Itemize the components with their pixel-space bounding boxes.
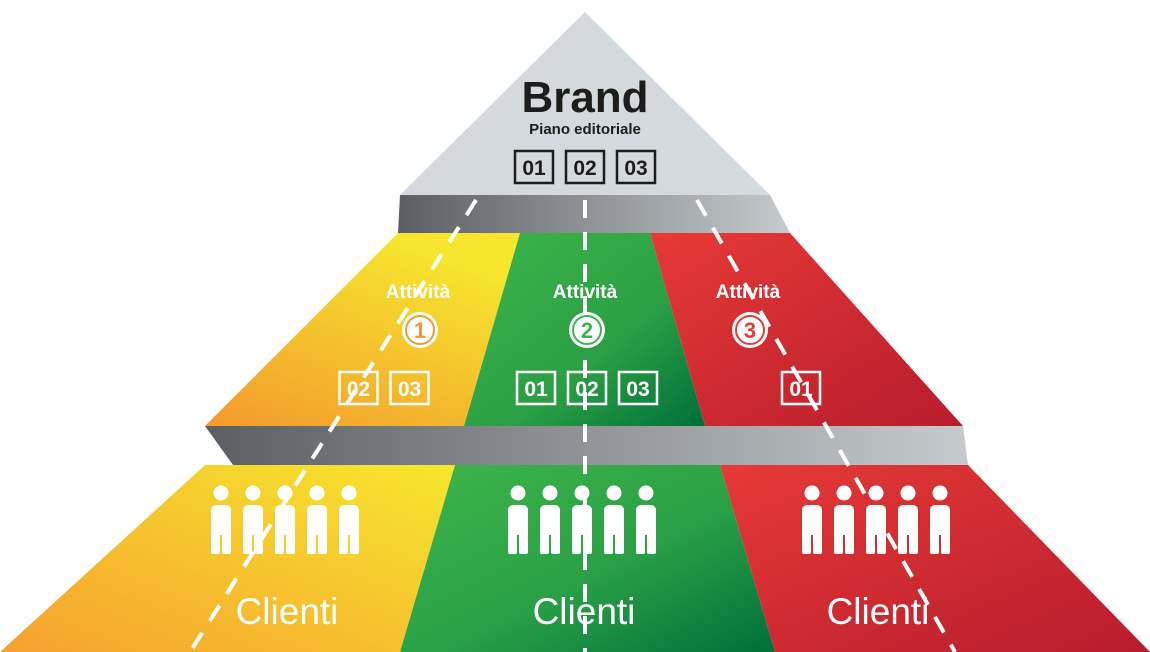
clients-label: Clienti (533, 591, 636, 632)
activity-code-label: 02 (575, 378, 598, 401)
activity-number-badge (569, 312, 605, 348)
brand-title: Brand (521, 73, 648, 122)
activity-code-label: 01 (789, 378, 813, 401)
activity-code-frame (566, 370, 608, 406)
clients-group-2: Clienti (508, 485, 656, 632)
brand-code-box: 03 (615, 149, 657, 185)
activity-number-badge (402, 312, 438, 348)
person-icon (307, 485, 327, 554)
clients-segment-2 (400, 465, 775, 652)
activity-2: Attività 2 01 02 03 (515, 282, 659, 406)
activity-code-label: 03 (398, 378, 421, 401)
activity-code-label: 01 (524, 378, 548, 401)
activity-code-frame (780, 370, 822, 406)
person-icon (930, 485, 950, 554)
flow-line-left (188, 198, 478, 652)
connector-band-bottom (205, 426, 968, 465)
brand-code-frame (513, 149, 555, 185)
activity-code-box: 01 (515, 370, 557, 406)
activity-label: Attività (716, 282, 781, 303)
person-icon (604, 485, 624, 554)
activity-segment-3 (650, 233, 963, 426)
person-icon (898, 485, 918, 554)
activity-code-label: 03 (626, 378, 649, 401)
brand-code-label: 01 (522, 157, 546, 180)
person-icon (540, 485, 560, 554)
person-icon (211, 485, 231, 554)
activity-segment-1 (205, 233, 520, 426)
activity-code-box: 01 (780, 370, 822, 406)
clients-segment-3 (720, 465, 1150, 652)
activity-number-ring (405, 315, 435, 345)
activity-number-ring (572, 315, 602, 345)
activity-1: Attività 1 02 03 (338, 282, 451, 406)
clients-group-3: Clienti (802, 485, 950, 632)
connector-band-top (398, 195, 790, 233)
activity-3: Attività 3 01 (716, 282, 822, 406)
activity-code-frame (515, 370, 557, 406)
person-icon (636, 485, 656, 554)
brand-subtitle: Piano editoriale (529, 121, 641, 138)
clients-group-1: Clienti (211, 485, 359, 632)
brand-code-box: 01 (513, 149, 555, 185)
clients-label: Clienti (827, 591, 930, 632)
activity-labels: Attività 1 02 03 Attività 2 01 02 03 Attività 3 01 (338, 282, 822, 406)
brand-code-box: 02 (564, 149, 606, 185)
activity-number: 2 (581, 318, 593, 343)
clients-label: Clienti (236, 591, 339, 632)
brand-code-frame (564, 149, 606, 185)
activity-code-frame (389, 370, 430, 406)
activity-number: 1 (414, 318, 426, 343)
activity-number-badge (732, 312, 768, 348)
activity-code-box: 02 (566, 370, 608, 406)
activity-code-frame (617, 370, 659, 406)
activity-code-frame (338, 370, 379, 406)
person-icon (802, 485, 822, 554)
person-icon (339, 485, 359, 554)
person-icon (508, 485, 528, 554)
brand-code-boxes: 01 02 03 (513, 149, 657, 185)
flow-lines (188, 198, 957, 652)
person-icon (243, 485, 263, 554)
activity-number-ring (735, 315, 765, 345)
person-icon (866, 485, 886, 554)
person-icon (834, 485, 854, 554)
activity-code-box: 03 (389, 370, 430, 406)
activity-code-box: 03 (617, 370, 659, 406)
activity-label: Attività (386, 282, 451, 303)
brand-triangle (400, 12, 770, 195)
brand-code-label: 03 (624, 157, 647, 180)
activity-label: Attività (553, 282, 618, 303)
brand-code-frame (615, 149, 657, 185)
activity-code-label: 02 (347, 378, 370, 401)
brand-code-label: 02 (573, 157, 596, 180)
activity-code-box: 02 (338, 370, 379, 406)
clients-groups: Clienti Clienti Clienti (211, 485, 950, 632)
flow-line-right (695, 199, 957, 652)
person-icon (275, 485, 295, 554)
person-icon (572, 485, 592, 554)
activity-number: 3 (744, 318, 756, 343)
